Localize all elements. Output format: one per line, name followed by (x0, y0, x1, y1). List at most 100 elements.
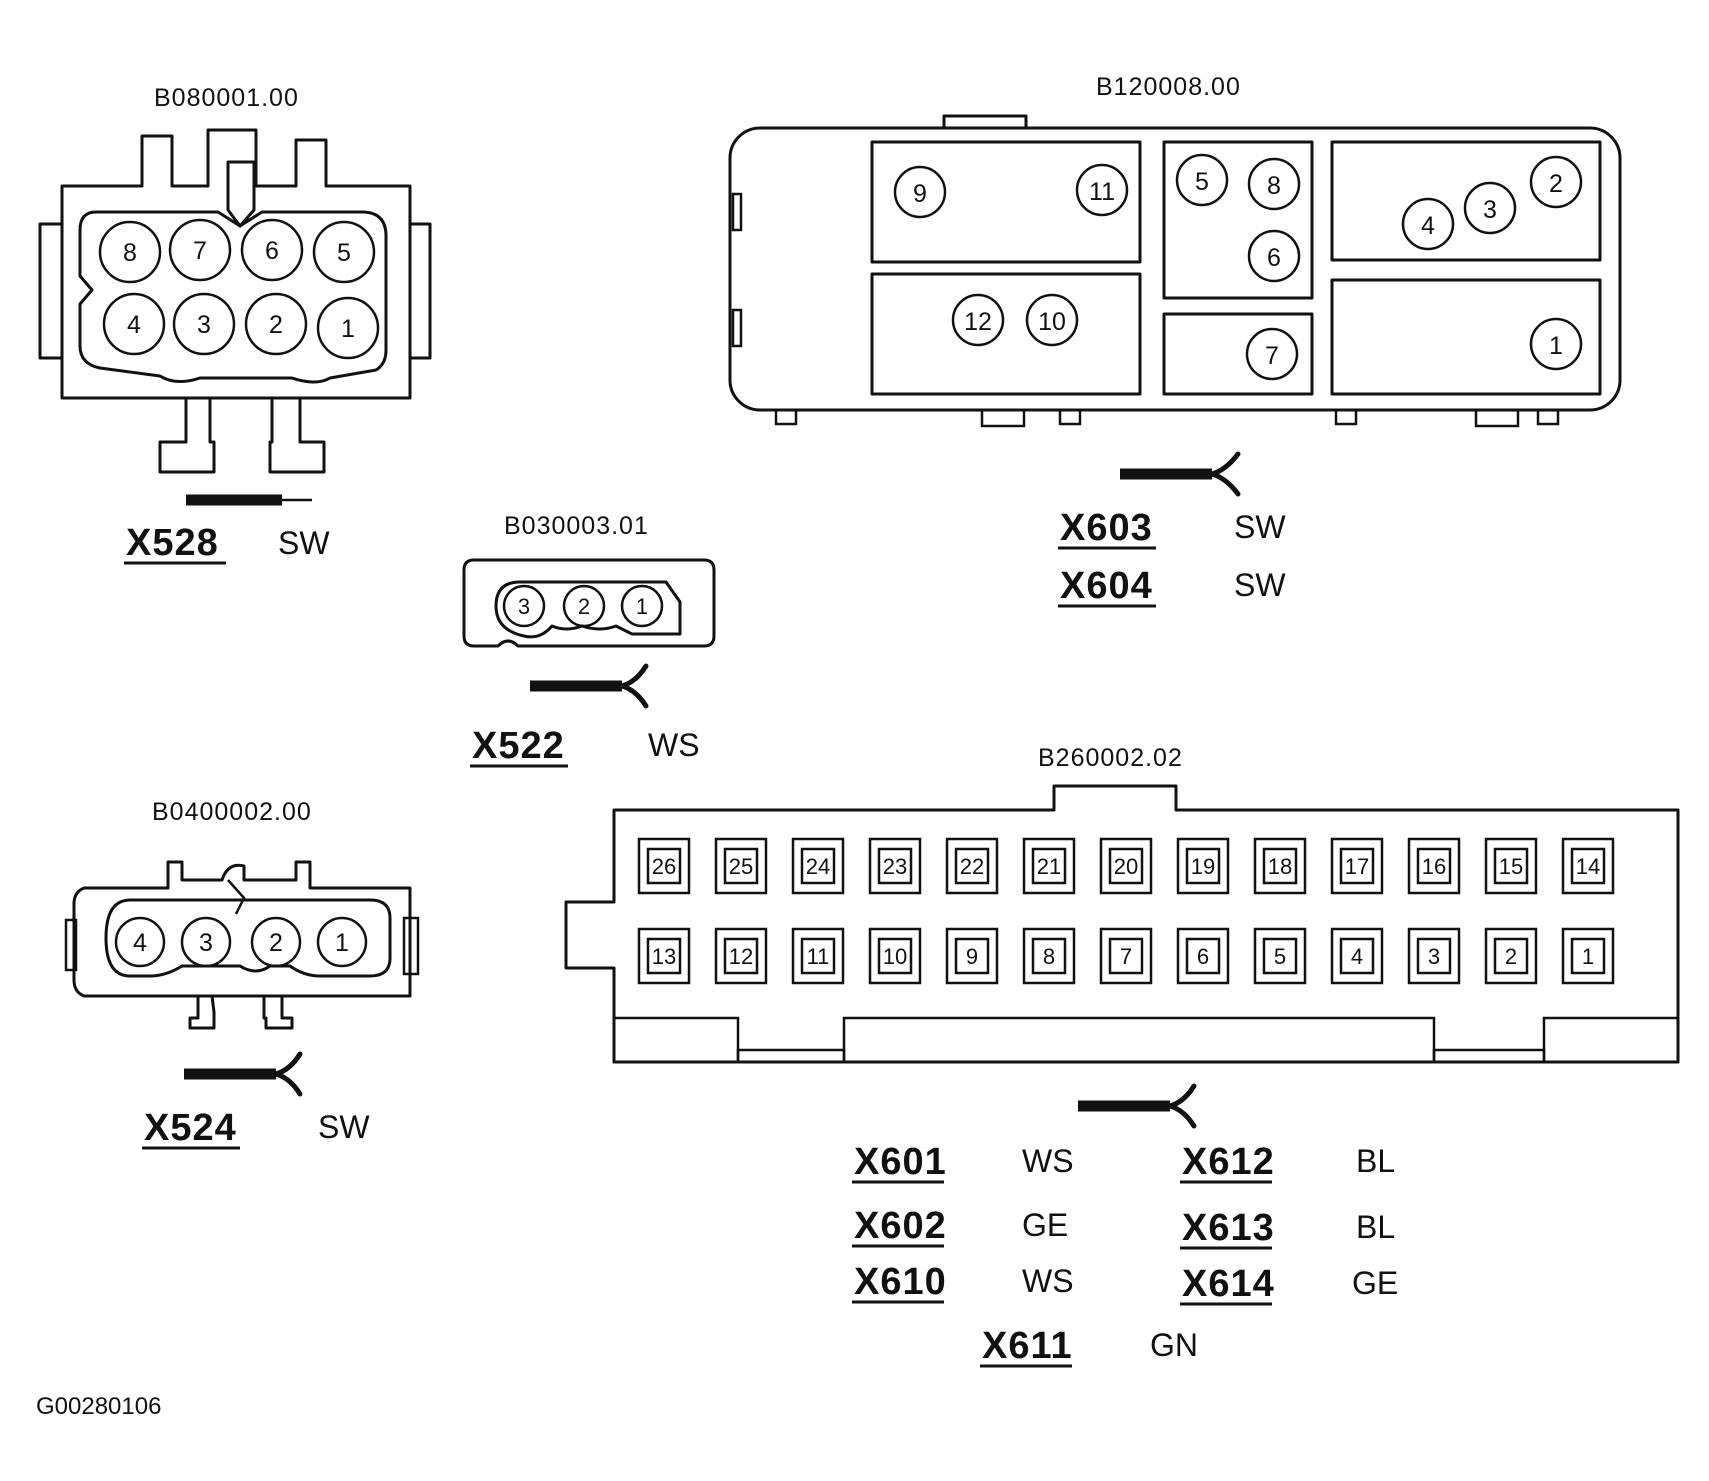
pin-socket (98, 220, 162, 284)
pin-socket-inner (1416, 937, 1452, 975)
pin-number: 8 (1267, 172, 1281, 200)
pin-socket (244, 292, 308, 356)
pin-group: 8 7 6 5 4 3 2 1 (98, 218, 380, 360)
pin-number: 6 (265, 237, 279, 265)
pin-socket (168, 218, 232, 282)
plug-id: X528 (126, 522, 219, 564)
pin-socket (714, 837, 768, 895)
pin-socket (1175, 153, 1229, 207)
pin-cavity (494, 580, 682, 639)
pin-socket (250, 916, 302, 968)
wire-fork (1167, 1083, 1197, 1129)
pin-number: 7 (193, 237, 207, 265)
pin-socket (1330, 837, 1384, 895)
pin-number: 7 (1265, 342, 1279, 370)
connector-code: B120008.00 (1096, 73, 1241, 101)
wire-color: BL (1356, 1143, 1395, 1179)
wire-color: SW (318, 1109, 370, 1145)
rail-segment (612, 1016, 740, 1064)
pin-number: 2 (269, 929, 283, 957)
pin-socket-inner (723, 847, 759, 885)
pin-number: 1 (335, 929, 349, 957)
pin-socket-inner (1108, 937, 1144, 975)
wire-color: BL (1356, 1209, 1395, 1245)
foot (1058, 408, 1082, 426)
pin-socket (1099, 837, 1153, 895)
connector-code: B080001.00 (154, 84, 299, 112)
pin-number: 12 (729, 944, 753, 969)
wire-color: GN (1150, 1327, 1198, 1363)
pin-number: 5 (1274, 944, 1286, 969)
pin-socket (1401, 197, 1455, 251)
pin-number: 2 (1505, 944, 1517, 969)
pin-socket-inner (954, 937, 990, 975)
pin-socket (945, 837, 999, 895)
pin-socket (102, 292, 166, 356)
pin-socket (240, 218, 304, 282)
pin-socket-inner (1339, 847, 1375, 885)
pin-number: 1 (341, 315, 355, 343)
wire-fork (273, 1051, 303, 1097)
pin-number: 4 (133, 929, 147, 957)
connector-housing (72, 860, 412, 998)
side-rib (64, 918, 78, 972)
pin-number: 1 (636, 594, 648, 619)
pin-socket (868, 927, 922, 985)
pin-socket-inner (877, 937, 913, 975)
pin-socket (1022, 837, 1076, 895)
pin-socket (502, 584, 546, 628)
pin-number: 14 (1576, 854, 1600, 879)
pin-number: 8 (1043, 944, 1055, 969)
pin-number: 22 (960, 854, 984, 879)
pin-number: 23 (883, 854, 907, 879)
pin-socket (316, 296, 380, 360)
pin-socket-inner (1262, 847, 1298, 885)
pin-cavity (78, 210, 388, 384)
foot (1474, 408, 1520, 428)
pin-socket (1176, 837, 1230, 895)
pin-compartment (870, 272, 1142, 396)
pin-socket-inner (1108, 847, 1144, 885)
pin-socket (1529, 155, 1583, 209)
connector-code: B0400002.00 (152, 798, 312, 826)
pin-number: 9 (966, 944, 978, 969)
pin-socket-inner (800, 847, 836, 885)
foot (1536, 408, 1560, 426)
pin-socket (172, 292, 236, 356)
pin-socket (1253, 927, 1307, 985)
pin-number: 13 (652, 944, 676, 969)
pin-number: 3 (1428, 944, 1440, 969)
pin-number: 8 (123, 239, 137, 267)
pin-compartment (1162, 140, 1314, 300)
pin-socket (1463, 181, 1517, 235)
pin-number: 6 (1197, 944, 1209, 969)
pin-socket-inner (723, 937, 759, 975)
pin-socket (1529, 317, 1583, 371)
pin-socket (1075, 163, 1129, 217)
pin-number: 12 (964, 308, 992, 336)
pin-compartment (870, 140, 1142, 264)
pin-socket (1247, 157, 1301, 211)
pin-number: 3 (197, 311, 211, 339)
pin-socket-inner (1031, 937, 1067, 975)
foot (980, 408, 1026, 428)
pin-socket (620, 584, 664, 628)
pin-socket (1484, 837, 1538, 895)
lock-tab (188, 995, 216, 1030)
side-rib (731, 192, 743, 232)
pin-group: 9 11 5 8 6 2 3 4 12 10 7 1 (893, 153, 1583, 381)
pin-number: 25 (729, 854, 753, 879)
pin-socket-inner (877, 847, 913, 885)
pin-number: 9 (913, 180, 927, 208)
pin-socket-inner (1493, 847, 1529, 885)
pin-number: 10 (883, 944, 907, 969)
pin-socket-inner (800, 937, 836, 975)
pin-socket (1253, 837, 1307, 895)
side-rib (402, 916, 420, 976)
pin-socket-inner (1339, 937, 1375, 975)
pin-number: 4 (1351, 944, 1363, 969)
pin-compartment (1162, 312, 1314, 396)
